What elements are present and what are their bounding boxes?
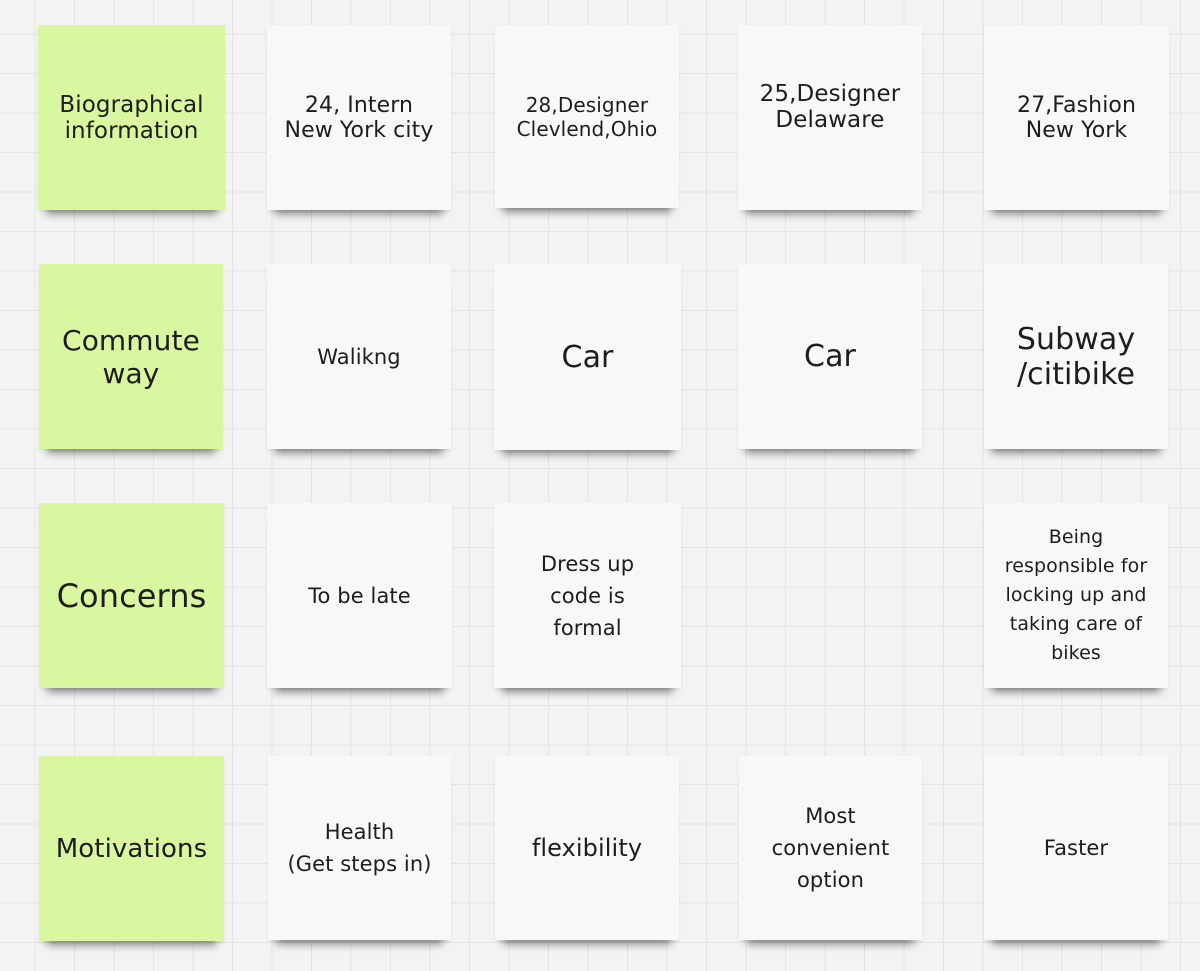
- sticky-note-motivations-2-text: flexibility: [531, 834, 643, 862]
- sticky-header-motivations[interactable]: Motivations: [39, 756, 224, 941]
- sticky-note-bio-1-text: 24, Intern New York city: [284, 92, 434, 143]
- sticky-note-commute-4-text: Subway /citibike: [1016, 321, 1136, 392]
- sticky-note-motivations-3[interactable]: Most convenient option: [739, 756, 922, 940]
- sticky-note-concerns-2[interactable]: Dress up code is formal: [494, 503, 681, 688]
- sticky-note-concerns-1[interactable]: To be late: [267, 503, 452, 688]
- sticky-header-concerns[interactable]: Concerns: [39, 503, 224, 688]
- sticky-header-concerns-label: Concerns: [56, 576, 207, 615]
- sticky-note-bio-2[interactable]: 28,Designer Clevlend,Ohio: [495, 25, 679, 208]
- sticky-note-bio-3-text: 25,Designer Delaware: [759, 81, 901, 133]
- sticky-note-concerns-2-text: Dress up code is formal: [540, 551, 635, 640]
- sticky-note-bio-4[interactable]: 27,Fashion New York: [984, 25, 1169, 210]
- sticky-header-bio[interactable]: Biographical information: [38, 25, 225, 210]
- sticky-note-commute-1-text: Walikng: [317, 344, 401, 369]
- sticky-header-commute-label: Commute way: [62, 323, 200, 390]
- sticky-note-commute-2[interactable]: Car: [494, 264, 681, 450]
- sticky-note-commute-3[interactable]: Car: [738, 264, 922, 449]
- sticky-note-concerns-4[interactable]: Being responsible for locking up and tak…: [984, 503, 1168, 688]
- sticky-note-commute-2-text: Car: [561, 339, 614, 375]
- sticky-note-concerns-1-text: To be late: [308, 583, 411, 608]
- sticky-note-commute-3-text: Car: [804, 339, 856, 374]
- sticky-note-motivations-2[interactable]: flexibility: [495, 756, 679, 940]
- sticky-note-bio-1[interactable]: 24, Intern New York city: [267, 25, 451, 210]
- sticky-note-motivations-3-text: Most convenient option: [771, 804, 890, 892]
- sticky-note-motivations-1[interactable]: Health (Get steps in): [268, 756, 451, 940]
- sticky-note-bio-2-text: 28,Designer Clevlend,Ohio: [516, 92, 658, 141]
- sticky-note-motivations-4[interactable]: Faster: [984, 756, 1168, 940]
- sticky-note-commute-1[interactable]: Walikng: [267, 264, 451, 449]
- sticky-header-commute[interactable]: Commute way: [39, 264, 223, 449]
- sticky-note-motivations-1-text: Health (Get steps in): [287, 820, 432, 876]
- sticky-note-bio-3[interactable]: 25,Designer Delaware: [738, 25, 922, 210]
- sticky-header-motivations-label: Motivations: [55, 833, 208, 864]
- sticky-note-bio-4-text: 27,Fashion New York: [1016, 92, 1137, 143]
- sticky-note-commute-4[interactable]: Subway /citibike: [984, 264, 1168, 449]
- sticky-note-motivations-4-text: Faster: [1043, 836, 1109, 860]
- sticky-note-concerns-4-text: Being responsible for locking up and tak…: [1004, 526, 1148, 664]
- sticky-header-bio-label: Biographical information: [59, 91, 204, 144]
